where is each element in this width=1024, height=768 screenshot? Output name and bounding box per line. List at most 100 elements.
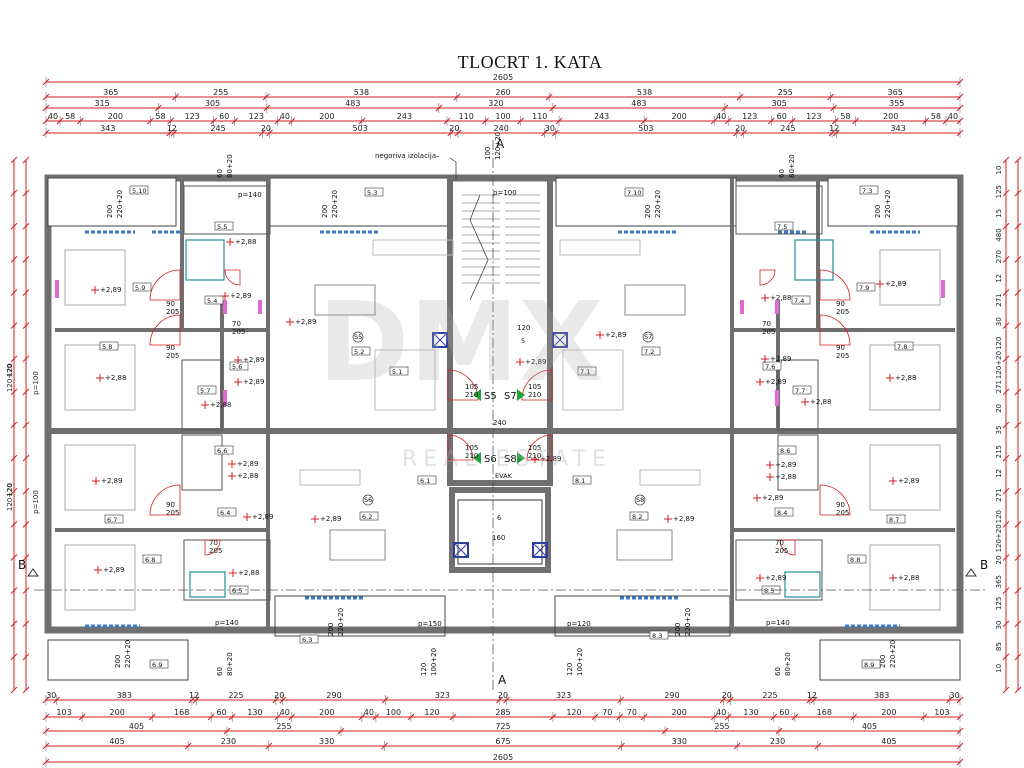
- level-marker: [243, 513, 251, 521]
- room-box: [774, 221, 794, 231]
- room-box: [149, 659, 169, 669]
- right-dim-value: 120: [995, 337, 1003, 350]
- bed: [879, 249, 941, 306]
- door-opening: [223, 300, 227, 314]
- dim-tick: [10, 289, 18, 296]
- left-dim-1: [10, 156, 18, 694]
- lift-width: 160: [492, 534, 505, 542]
- level-marker: [228, 472, 236, 480]
- dim-tick: [1014, 421, 1022, 429]
- door-width: 90: [166, 300, 175, 308]
- bed: [869, 544, 941, 611]
- dim-value: 60: [219, 112, 229, 121]
- bottom-dim-total: 2605: [42, 753, 964, 767]
- dim-value: 230: [770, 737, 785, 746]
- level-marker: [516, 358, 524, 366]
- left-dim-value: 120+20: [6, 483, 14, 511]
- level-marker: [92, 477, 100, 485]
- room-box: [217, 507, 237, 517]
- watermark-sub: REAL ESTATE: [402, 447, 612, 472]
- room-number: 7.4: [794, 297, 804, 305]
- dim-tick: [1002, 620, 1010, 628]
- level-value: +2,89: [770, 355, 791, 363]
- bed: [869, 444, 941, 511]
- room-number: 6.5: [232, 587, 242, 595]
- room-number: 5.3: [367, 189, 377, 197]
- level-value: +2,89: [765, 574, 786, 582]
- dim-value: 30: [46, 691, 56, 700]
- dim-tick: [1002, 355, 1010, 363]
- room-box: [351, 346, 371, 356]
- dim-tick: [22, 289, 30, 296]
- apartment-marker-label: S7: [644, 333, 652, 341]
- bathroom: [777, 434, 819, 491]
- dim-value: 323: [556, 691, 571, 700]
- dim-tick: [22, 487, 30, 495]
- level-marker: [531, 455, 539, 463]
- dim-tick: [1014, 620, 1022, 628]
- level-marker: [766, 473, 774, 481]
- door-width: 70: [232, 320, 241, 328]
- shaft-box: [552, 332, 568, 348]
- room-box: [847, 554, 867, 564]
- dim-value: 12: [167, 124, 177, 133]
- room-box: [229, 361, 249, 371]
- level-marker: [766, 461, 774, 469]
- door-width: 105: [465, 383, 478, 391]
- room-box: [861, 659, 881, 669]
- door-swing: [149, 269, 181, 301]
- room-box: [624, 187, 644, 197]
- dim-value: 168: [817, 708, 832, 717]
- right-dim-value: 120+20: [995, 351, 1003, 379]
- dim-value: 200: [883, 112, 898, 121]
- door-swing: [224, 269, 241, 286]
- door-swing: [447, 434, 474, 461]
- dim-value: 103: [56, 708, 71, 717]
- right-dim-value: 20: [995, 556, 1003, 565]
- balcony: [47, 639, 189, 681]
- dim-tick: [22, 554, 30, 561]
- door-swing: [819, 484, 851, 516]
- door-label: 200: [327, 623, 335, 636]
- left-dim-2: [22, 156, 30, 694]
- bathroom: [181, 434, 223, 491]
- dim-tick: [22, 322, 30, 329]
- balcony: [819, 639, 961, 681]
- room-box: [99, 341, 119, 351]
- door-label: 220+20: [331, 190, 339, 218]
- level-marker: [889, 477, 897, 485]
- dim-value: 20: [261, 124, 271, 133]
- kitchen-counter: [374, 349, 436, 411]
- right-dim-value: 125: [995, 185, 1003, 198]
- shaft-box-x: [552, 332, 568, 348]
- dim-value: 305: [205, 99, 220, 108]
- dim-tick: [1002, 454, 1010, 462]
- dim-value: 60: [777, 112, 787, 121]
- room-box: [132, 282, 152, 292]
- room-number: 6.6: [217, 447, 227, 455]
- dim-tick: [22, 355, 30, 363]
- lift-cabin: [457, 499, 543, 565]
- dim-tick: [22, 189, 30, 197]
- door-width: 70: [775, 539, 784, 547]
- level-marker: [756, 378, 764, 386]
- door-label: 200: [879, 655, 887, 668]
- section-mark-a-top: A: [496, 137, 505, 151]
- right-dim-value: 480: [995, 228, 1003, 241]
- kitchen-counter: [639, 469, 701, 486]
- parapet-label: p=120: [567, 620, 591, 628]
- dim-tick: [1014, 686, 1022, 694]
- door-label: 120+20: [494, 132, 502, 160]
- level-marker: [229, 569, 237, 577]
- room-box: [774, 507, 794, 517]
- dim-value: 240: [494, 124, 509, 133]
- lift-label: EVAK: [495, 472, 513, 480]
- dim-value: 243: [594, 112, 609, 121]
- door-height: 210: [528, 452, 541, 460]
- door-swing: [521, 369, 553, 401]
- dim-value: 120: [424, 708, 439, 717]
